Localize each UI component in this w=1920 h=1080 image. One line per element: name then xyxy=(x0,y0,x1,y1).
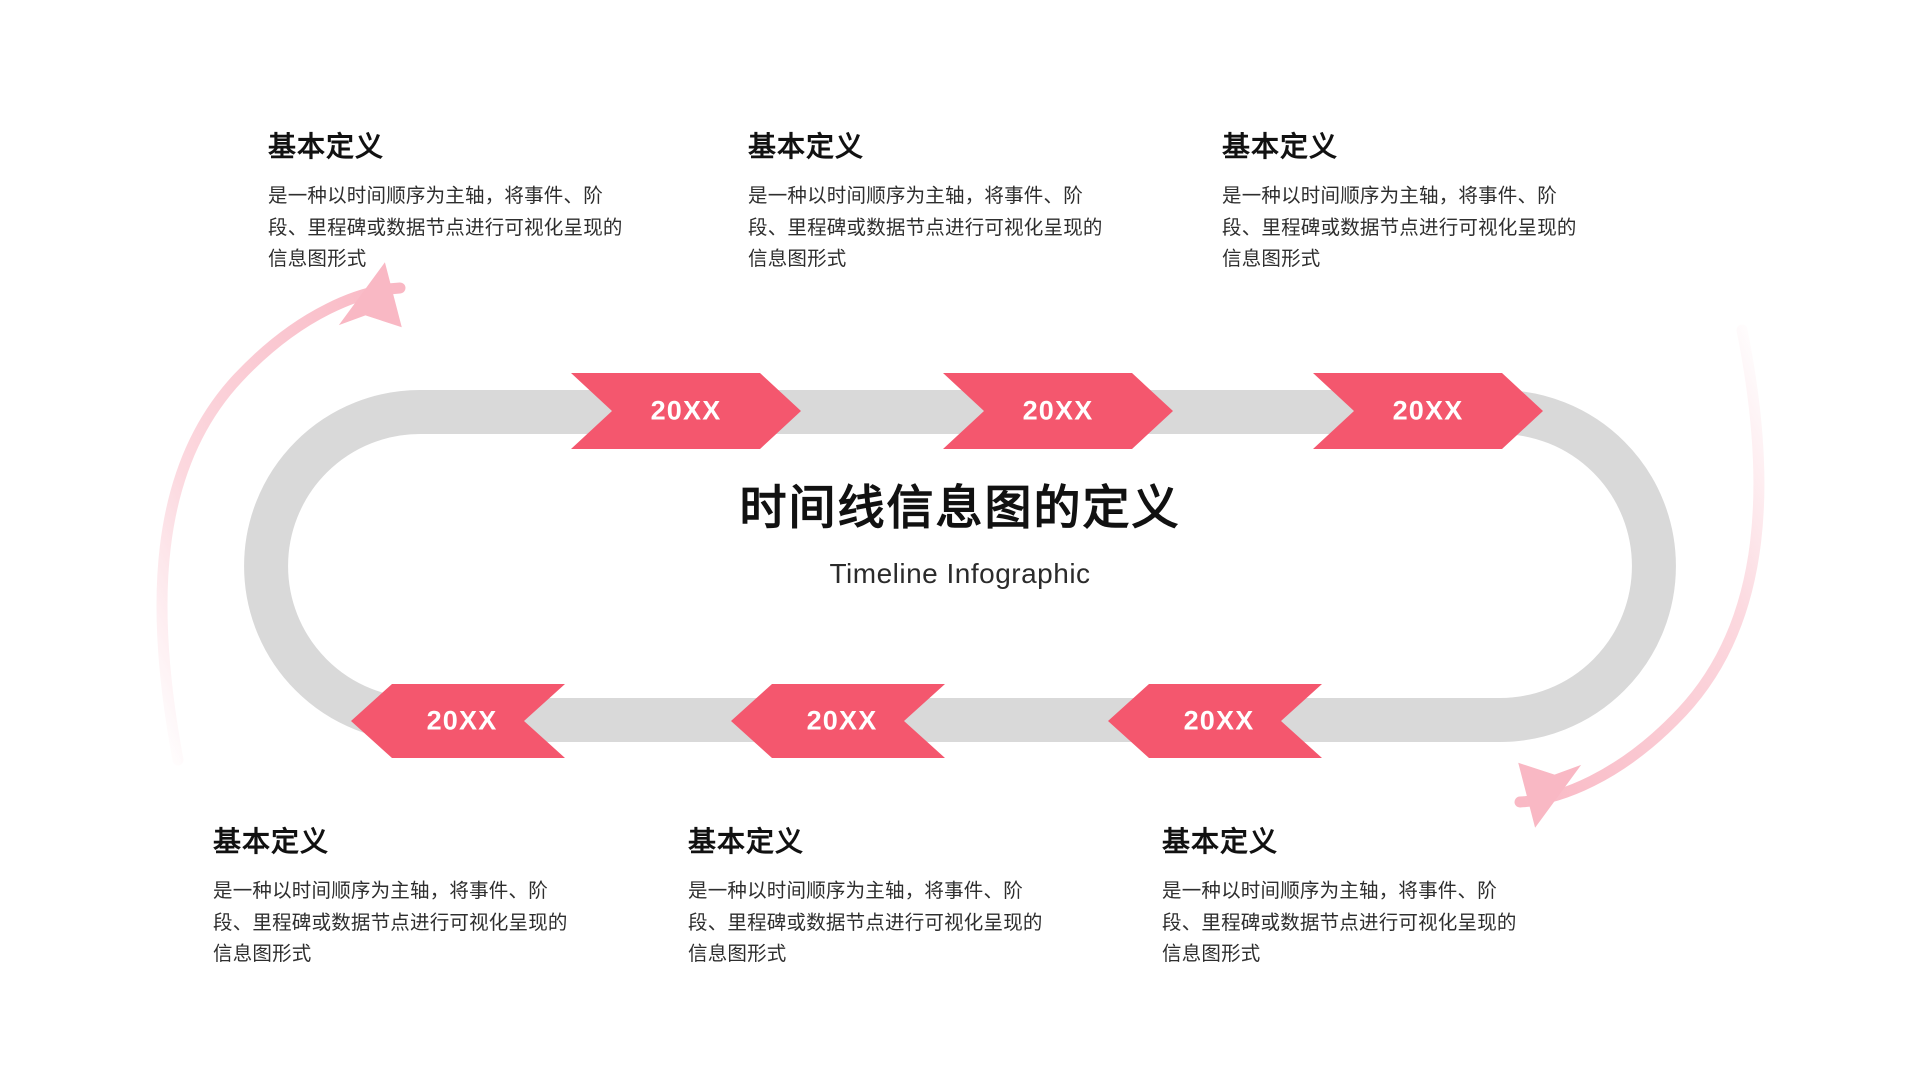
text-block-top-3: 基本定义 是一种以时间顺序为主轴，将事件、阶段、里程碑或数据节点进行可视化呈现的… xyxy=(1222,125,1592,276)
text-block-bottom-1: 基本定义 是一种以时间顺序为主轴，将事件、阶段、里程碑或数据节点进行可视化呈现的… xyxy=(213,820,583,971)
text-block-body: 是一种以时间顺序为主轴，将事件、阶段、里程碑或数据节点进行可视化呈现的信息图形式 xyxy=(688,880,1043,966)
text-block-top-1: 基本定义 是一种以时间顺序为主轴，将事件、阶段、里程碑或数据节点进行可视化呈现的… xyxy=(268,125,638,276)
text-block-heading: 基本定义 xyxy=(1162,826,1279,857)
text-block-heading: 基本定义 xyxy=(688,826,805,857)
milestone-chevron-bottom-3[interactable] xyxy=(1108,684,1322,758)
timeline-track xyxy=(244,390,1676,742)
center-title-block: 时间线信息图的定义 Timeline Infographic xyxy=(560,480,1360,590)
milestone-chevron-top-2[interactable] xyxy=(943,373,1173,449)
text-block-body: 是一种以时间顺序为主轴，将事件、阶段、里程碑或数据节点进行可视化呈现的信息图形式 xyxy=(748,185,1103,271)
milestone-chevron-top-1[interactable] xyxy=(571,373,801,449)
text-block-body: 是一种以时间顺序为主轴，将事件、阶段、里程碑或数据节点进行可视化呈现的信息图形式 xyxy=(213,880,568,966)
text-block-heading: 基本定义 xyxy=(268,131,385,162)
text-block-body: 是一种以时间顺序为主轴，将事件、阶段、里程碑或数据节点进行可视化呈现的信息图形式 xyxy=(1222,185,1577,271)
text-block-body: 是一种以时间顺序为主轴，将事件、阶段、里程碑或数据节点进行可视化呈现的信息图形式 xyxy=(268,185,623,271)
text-block-body: 是一种以时间顺序为主轴，将事件、阶段、里程碑或数据节点进行可视化呈现的信息图形式 xyxy=(1162,880,1517,966)
arc-arrow-bottom-right xyxy=(1514,324,1765,828)
arc-arrow-top-left xyxy=(156,262,406,766)
text-block-bottom-3: 基本定义 是一种以时间顺序为主轴，将事件、阶段、里程碑或数据节点进行可视化呈现的… xyxy=(1162,820,1532,971)
text-block-top-2: 基本定义 是一种以时间顺序为主轴，将事件、阶段、里程碑或数据节点进行可视化呈现的… xyxy=(748,125,1118,276)
page-title: 时间线信息图的定义 xyxy=(739,481,1181,534)
milestone-chevron-top-3[interactable] xyxy=(1313,373,1543,449)
milestone-chevron-bottom-2[interactable] xyxy=(731,684,945,758)
milestone-chevron-bottom-1[interactable] xyxy=(351,684,565,758)
text-block-heading: 基本定义 xyxy=(213,826,330,857)
text-block-bottom-2: 基本定义 是一种以时间顺序为主轴，将事件、阶段、里程碑或数据节点进行可视化呈现的… xyxy=(688,820,1058,971)
text-block-heading: 基本定义 xyxy=(1222,131,1339,162)
text-block-heading: 基本定义 xyxy=(748,131,865,162)
page-subtitle: Timeline Infographic xyxy=(829,558,1091,590)
